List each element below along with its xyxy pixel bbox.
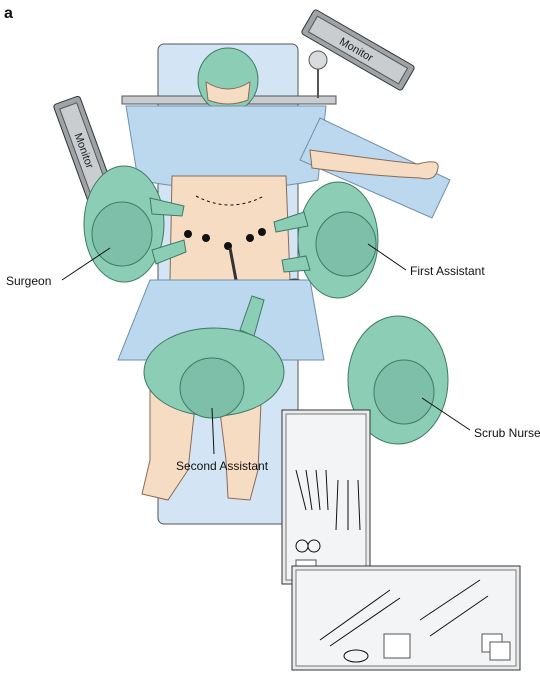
- scrub-nurse-leader: [421, 397, 471, 431]
- surgeon-label: Surgeon: [6, 274, 51, 288]
- laparoscope: [228, 247, 238, 281]
- surgeon-leader: [61, 247, 111, 281]
- patient-face: [205, 81, 251, 105]
- second-assistant-label: Second Assistant: [176, 459, 269, 473]
- first-assistant-figure: [273, 181, 379, 299]
- surgeon-figure: [83, 165, 187, 283]
- patient-arm: [309, 149, 439, 180]
- patient-abdomen: [169, 175, 291, 281]
- port-4: [246, 234, 254, 242]
- first-assistant-label: First Assistant: [410, 264, 485, 278]
- second-assistant-figure: [143, 295, 285, 419]
- instrument-tray-upper: [281, 409, 371, 585]
- port-2: [202, 234, 210, 242]
- iv-pole-top: [308, 50, 328, 70]
- rib-margin: [195, 195, 265, 206]
- panel-label: a: [4, 5, 13, 22]
- right-monitor: Monitor: [301, 9, 415, 91]
- second-assistant-leader: [211, 407, 215, 455]
- scrub-nurse-label: Scrub Nurse: [474, 426, 540, 440]
- instrument-tray-lower: [291, 565, 521, 671]
- scrub-nurse-figure: [329, 315, 449, 445]
- port-1: [184, 230, 192, 238]
- port-5: [258, 228, 266, 236]
- first-assistant-leader: [367, 243, 407, 271]
